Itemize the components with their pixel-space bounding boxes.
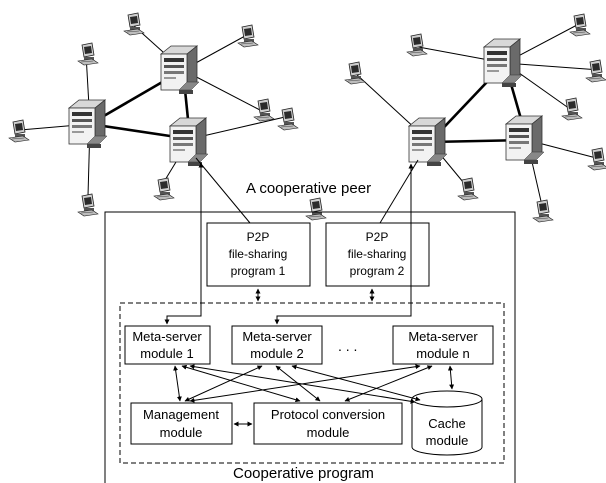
meta-server-to-module-arrows: [173, 364, 455, 404]
svg-text:module: module: [160, 425, 203, 440]
svg-text:file-sharing: file-sharing: [229, 247, 288, 261]
cooperative-program-label: Cooperative program: [233, 465, 374, 482]
server-icon: [160, 45, 200, 95]
desktop-computer-icon: [305, 197, 327, 221]
server-icon: [68, 99, 108, 149]
svg-text:file-sharing: file-sharing: [348, 247, 407, 261]
desktop-computer-icon: [585, 59, 606, 83]
server-icon: [169, 117, 209, 167]
svg-text:module: module: [307, 425, 350, 440]
right-cluster: [344, 13, 606, 223]
desktop-computer-icon: [277, 107, 299, 131]
svg-text:module: module: [426, 433, 469, 448]
desktop-computer-icon: [532, 199, 554, 223]
meta-server-module-1-box: Meta-server module 1: [124, 325, 211, 365]
cluster-to-meta-server-arrows: [164, 162, 414, 325]
desktop-computer-icon: [561, 97, 583, 121]
svg-text:Meta-server: Meta-server: [132, 329, 202, 344]
protocol-conversion-module-box: Protocol conversion module: [253, 402, 403, 445]
svg-text:module n: module n: [416, 346, 469, 361]
desktop-computer-icon: [253, 98, 275, 122]
desktop-computer-icon: [77, 193, 99, 217]
desktop-computer-icon: [406, 33, 428, 57]
svg-text:Management: Management: [143, 407, 219, 422]
svg-text:Cache: Cache: [428, 416, 466, 431]
svg-text:program 1: program 1: [231, 264, 286, 278]
desktop-computer-icon: [237, 24, 259, 48]
svg-text:P2P: P2P: [247, 230, 270, 244]
cache-module-cylinder: Cache module: [411, 390, 483, 456]
p2p-program-1-box: P2P file-sharing program 1: [206, 222, 311, 287]
management-module-box: Management module: [130, 402, 233, 445]
svg-text:module 2: module 2: [250, 346, 303, 361]
meta-server-ellipsis: . . .: [338, 338, 357, 354]
desktop-computer-icon: [123, 12, 145, 36]
p2p-to-program-arrows: [255, 288, 375, 302]
svg-text:Protocol conversion: Protocol conversion: [271, 407, 385, 422]
svg-text:module 1: module 1: [140, 346, 193, 361]
server-icon: [408, 117, 448, 167]
desktop-computer-icon: [457, 177, 479, 201]
desktop-computer-icon: [153, 177, 175, 201]
desktop-computer-icon: [344, 61, 366, 85]
svg-text:Meta-server: Meta-server: [242, 329, 312, 344]
desktop-computer-icon: [569, 13, 591, 37]
left-cluster: [8, 12, 299, 217]
desktop-computer-icon: [77, 42, 99, 66]
svg-text:P2P: P2P: [366, 230, 389, 244]
svg-text:Meta-server: Meta-server: [408, 329, 478, 344]
p2p-program-2-box: P2P file-sharing program 2: [325, 222, 430, 287]
desktop-computer-icon: [587, 147, 606, 171]
meta-server-module-n-box: Meta-server module n: [392, 325, 494, 365]
meta-server-module-2-box: Meta-server module 2: [231, 325, 323, 365]
desktop-computer-icon: [8, 119, 30, 143]
left-client-links: [19, 24, 286, 197]
svg-text:program 2: program 2: [350, 264, 405, 278]
cooperative-peer-label: A cooperative peer: [246, 180, 371, 197]
server-icon: [483, 38, 523, 88]
server-icon: [505, 115, 545, 165]
